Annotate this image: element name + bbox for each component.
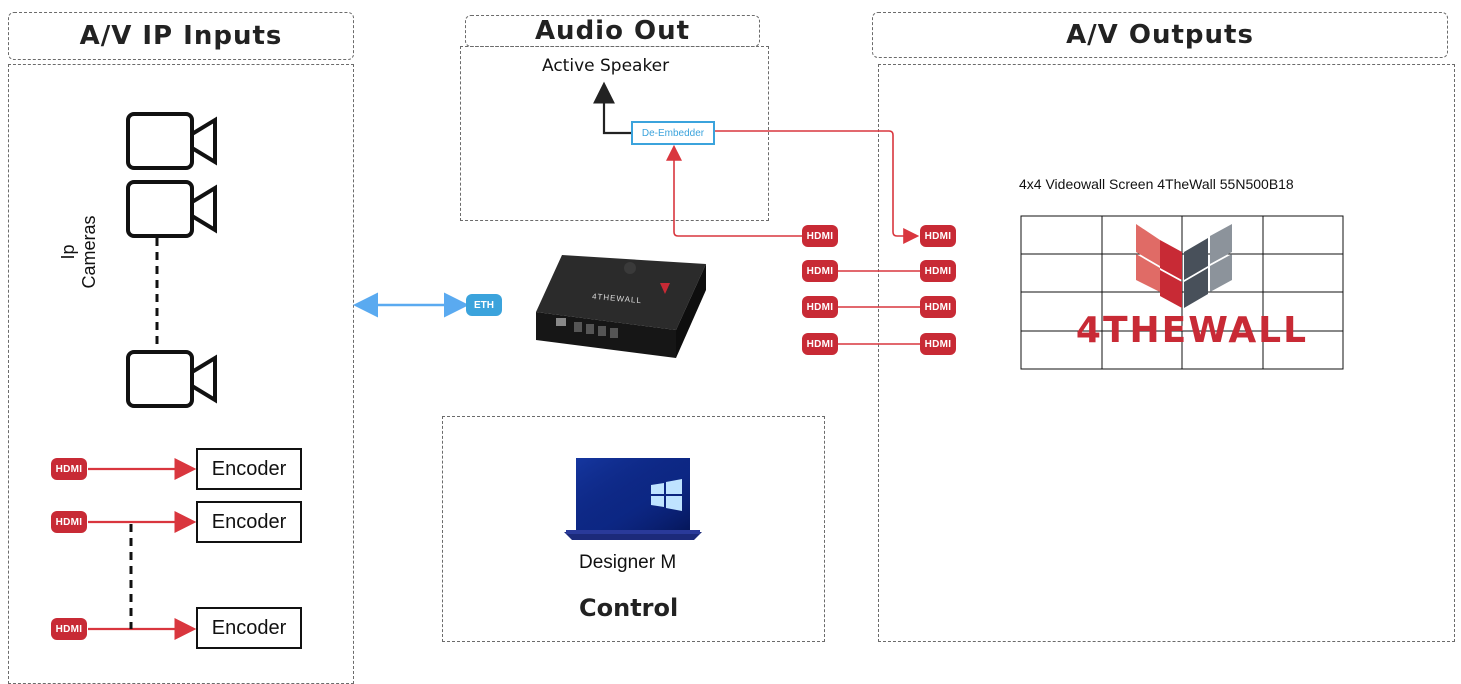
outputs-header: A/V Outputs (872, 12, 1448, 58)
hdmi-badge: HDMI (51, 458, 87, 480)
laptop-icon (564, 458, 702, 540)
hdmi-in-badge: HDMI (920, 225, 956, 247)
audio-header-title: Audio Out (534, 16, 691, 46)
hdmi-deembedder-link (666, 144, 802, 237)
cameras-label: Ip Cameras (58, 215, 99, 289)
inputs-header-title: A/V IP Inputs (79, 21, 283, 51)
hdmi-out-badge: HDMI (802, 333, 838, 355)
control-title: Control (579, 594, 679, 622)
deembedder-box: De-Embedder (631, 121, 715, 145)
inputs-header: A/V IP Inputs (8, 12, 354, 60)
hdmi-in-badge: HDMI (920, 333, 956, 355)
brand-logo-icon (1136, 224, 1232, 308)
hdmi-out-badge: HDMI (802, 296, 838, 318)
eth-badge: ETH (466, 294, 502, 316)
control-panel (442, 416, 825, 642)
hdmi-badge: HDMI (51, 618, 87, 640)
hdmi-out-badge: HDMI (802, 225, 838, 247)
hdmi-badge: HDMI (51, 511, 87, 533)
controller-device-image (536, 255, 706, 358)
encoder-box: Encoder (196, 448, 302, 490)
camera-icon (126, 112, 217, 170)
laptop-label: Designer M (579, 552, 677, 573)
outputs-panel (878, 64, 1455, 642)
encoder-box: Encoder (196, 607, 302, 649)
camera-icon (126, 350, 217, 408)
outputs-header-title: A/V Outputs (1066, 20, 1254, 50)
hdmi-in-badge: HDMI (920, 260, 956, 282)
videowall-label: 4x4 Videowall Screen 4TheWall 55N500B18 (1019, 176, 1294, 192)
hdmi-in-badge: HDMI (920, 296, 956, 318)
brand-logo-text: 4THEWALL (1076, 310, 1308, 351)
audio-panel (460, 46, 769, 221)
deembedder-wall-link (715, 130, 920, 244)
camera-icon (126, 180, 217, 238)
hdmi-out-badge: HDMI (802, 260, 838, 282)
speaker-link (593, 81, 631, 135)
encoder-box: Encoder (196, 501, 302, 543)
speaker-label: Active Speaker (542, 56, 670, 76)
